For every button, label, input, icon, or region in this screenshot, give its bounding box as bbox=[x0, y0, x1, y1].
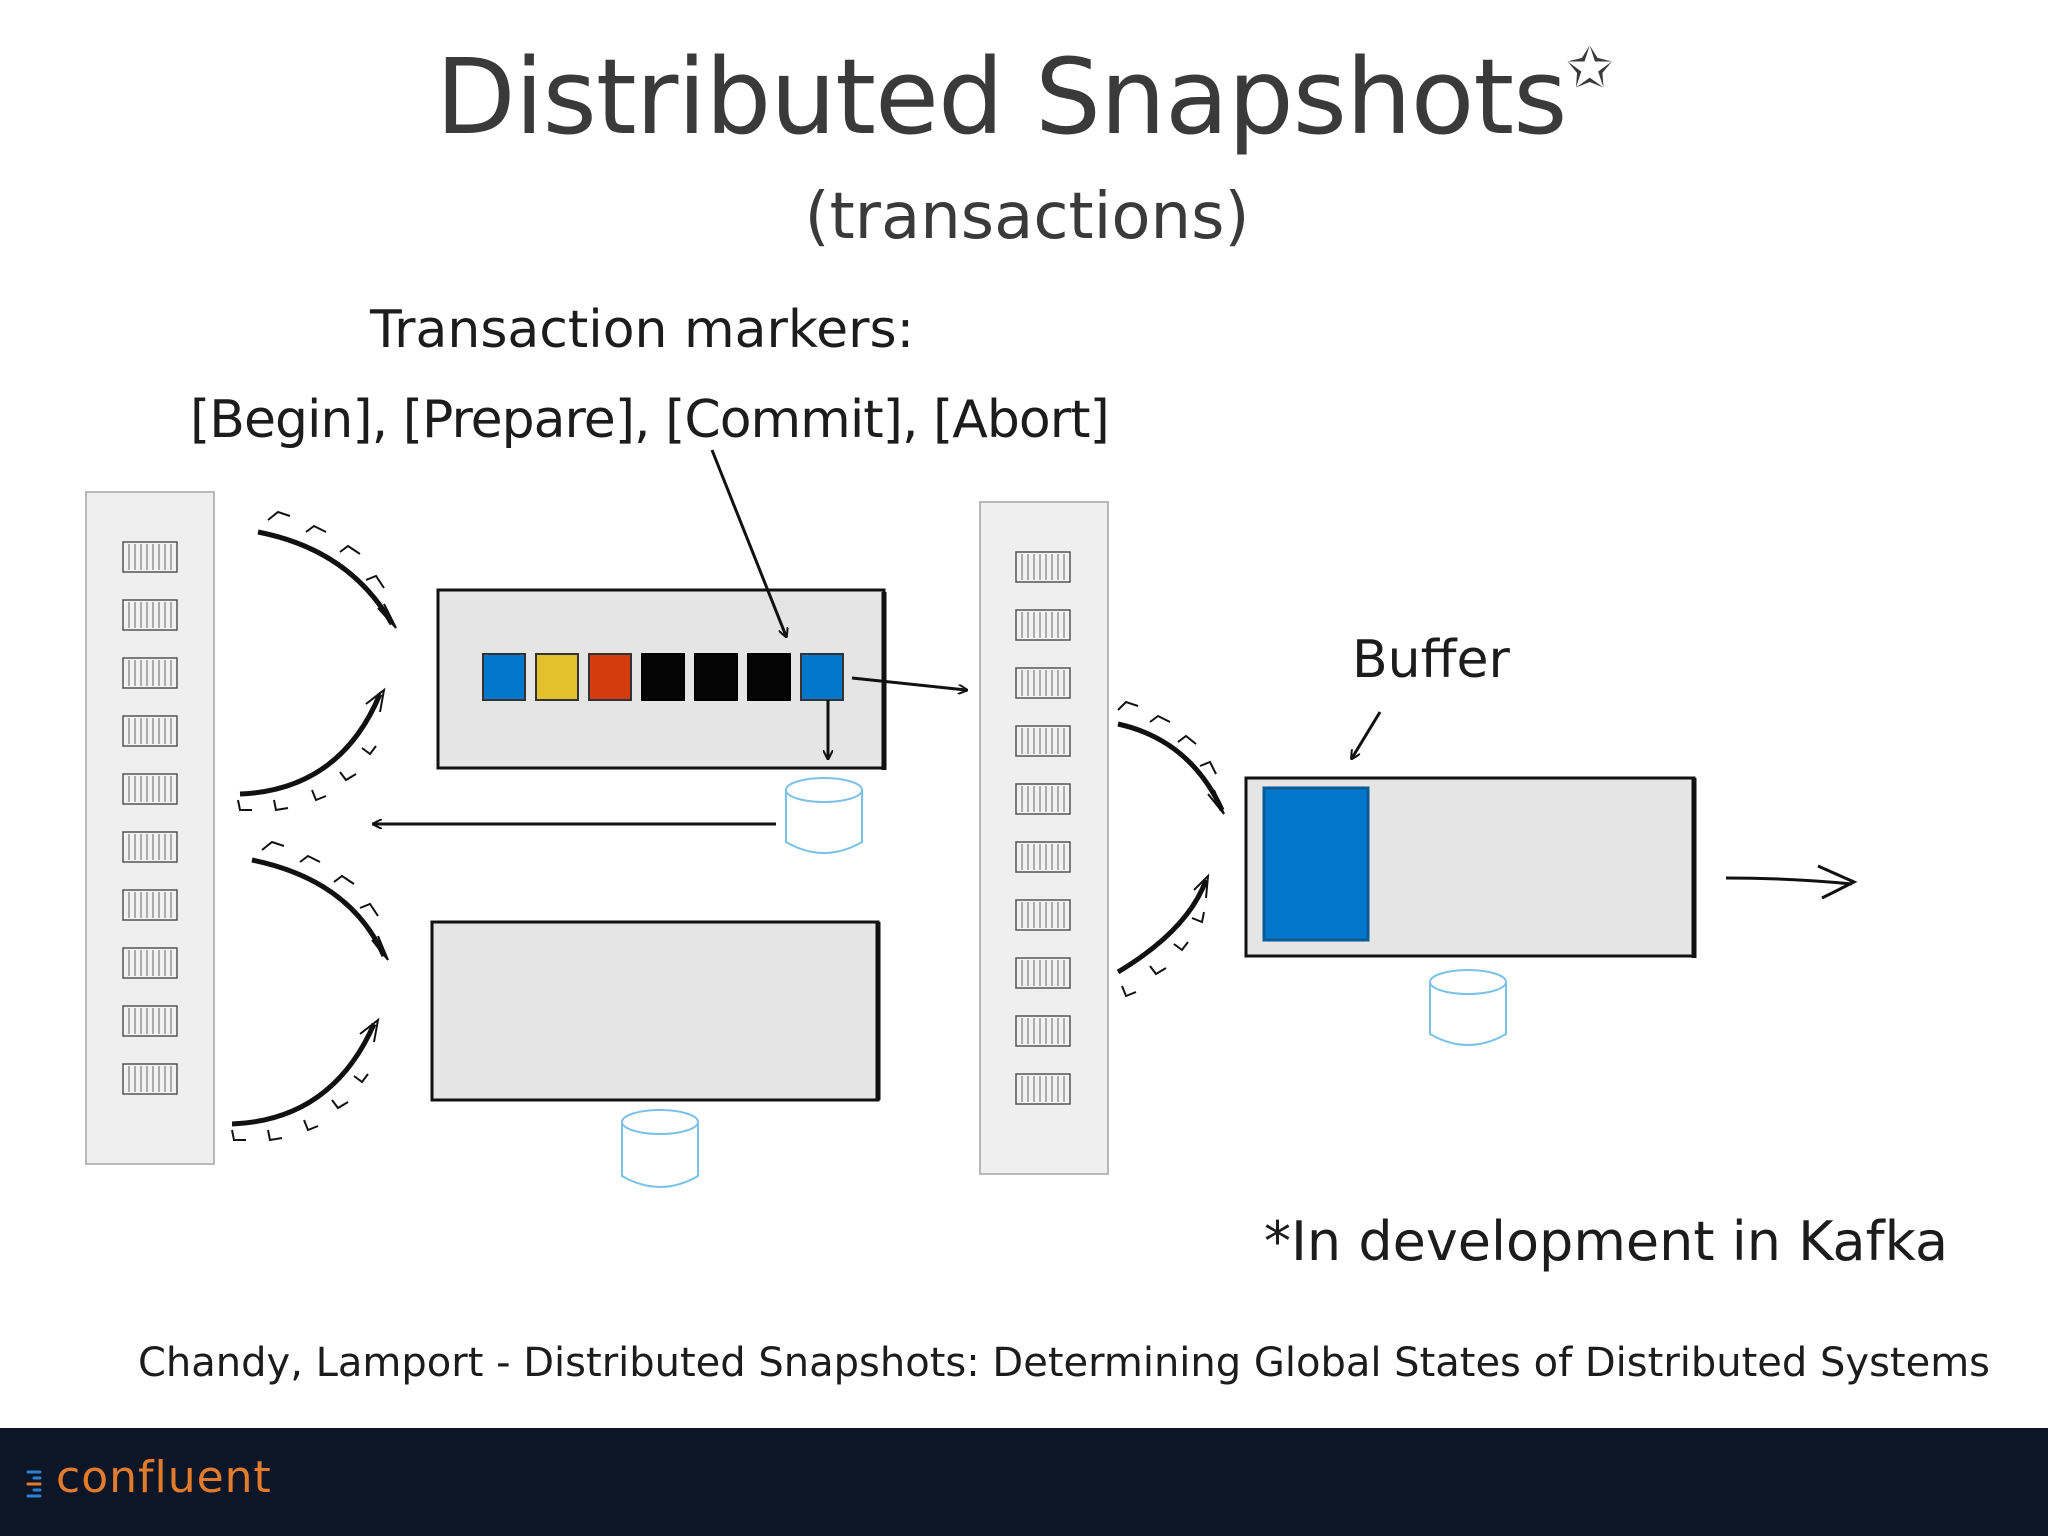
middle-topic-row bbox=[1015, 1073, 1071, 1105]
diagram-canvas bbox=[85, 449, 1858, 1188]
left-topic-row bbox=[122, 541, 178, 573]
buffer-pointer-arrow bbox=[1352, 711, 1382, 758]
slide: Distributed Snapshots✩ (transactions) Tr… bbox=[0, 36, 2048, 1386]
to-middle-topic-arrow bbox=[851, 676, 966, 690]
output-arrow-head bbox=[1817, 864, 1858, 900]
citation: Chandy, Lamport - Distributed Snapshots:… bbox=[138, 1340, 1991, 1386]
marker-block-yellow bbox=[535, 653, 579, 701]
output-arrow bbox=[1725, 876, 1853, 886]
buffer-block bbox=[1262, 786, 1370, 942]
left-topic-row bbox=[122, 657, 178, 689]
confluent-logo-text: confluent bbox=[56, 1452, 272, 1503]
middle-topic-log bbox=[979, 501, 1109, 1175]
marker-block-red bbox=[588, 653, 632, 701]
flow-arrows bbox=[374, 449, 1858, 900]
slide-title: Distributed Snapshots✩ bbox=[0, 36, 2048, 158]
marker-block-blue bbox=[482, 653, 526, 701]
middle-topic-row bbox=[1015, 783, 1071, 815]
state-store-top bbox=[785, 777, 863, 854]
middle-topic-row bbox=[1015, 725, 1071, 757]
state-store-right bbox=[1429, 969, 1507, 1046]
marker-block-black bbox=[747, 653, 791, 701]
left-topic-row bbox=[122, 831, 178, 863]
star-icon: ✩ bbox=[1566, 36, 1613, 101]
middle-topic-row bbox=[1015, 841, 1071, 873]
left-topic-row bbox=[122, 1063, 178, 1095]
left-topic-log bbox=[85, 491, 215, 1165]
state-store-bottom bbox=[621, 1109, 699, 1188]
marker-block-black bbox=[641, 653, 685, 701]
markers-heading: Transaction markers: bbox=[370, 300, 915, 360]
markers-pointer-arrow bbox=[710, 449, 786, 636]
footer-bar: confluent bbox=[0, 1428, 2048, 1536]
left-topic-row bbox=[122, 773, 178, 805]
buffer-label: Buffer bbox=[1352, 630, 1510, 690]
confluent-logo-icon bbox=[26, 1470, 42, 1498]
processor-bottom bbox=[430, 920, 881, 1102]
left-topic-row bbox=[122, 599, 178, 631]
processor-top bbox=[436, 588, 887, 770]
middle-topic-row bbox=[1015, 551, 1071, 583]
slide-title-text: Distributed Snapshots bbox=[435, 36, 1568, 158]
middle-topic-row bbox=[1015, 957, 1071, 989]
middle-topic-row bbox=[1015, 1015, 1071, 1047]
marker-block-blue bbox=[800, 653, 844, 701]
left-topic-row bbox=[122, 889, 178, 921]
left-topic-row bbox=[122, 715, 178, 747]
middle-topic-row bbox=[1015, 899, 1071, 931]
curved-arrows bbox=[231, 510, 1225, 1142]
footnote: *In development in Kafka bbox=[1264, 1210, 1949, 1273]
markers-list: [Begin], [Prepare], [Commit], [Abort] bbox=[190, 390, 1110, 450]
left-topic-row bbox=[122, 1005, 178, 1037]
processor-right bbox=[1244, 776, 1697, 958]
marker-block-black bbox=[694, 653, 738, 701]
left-topic-row bbox=[122, 947, 178, 979]
middle-topic-row bbox=[1015, 667, 1071, 699]
slide-subtitle: (transactions) bbox=[804, 180, 1250, 254]
middle-topic-row bbox=[1015, 609, 1071, 641]
